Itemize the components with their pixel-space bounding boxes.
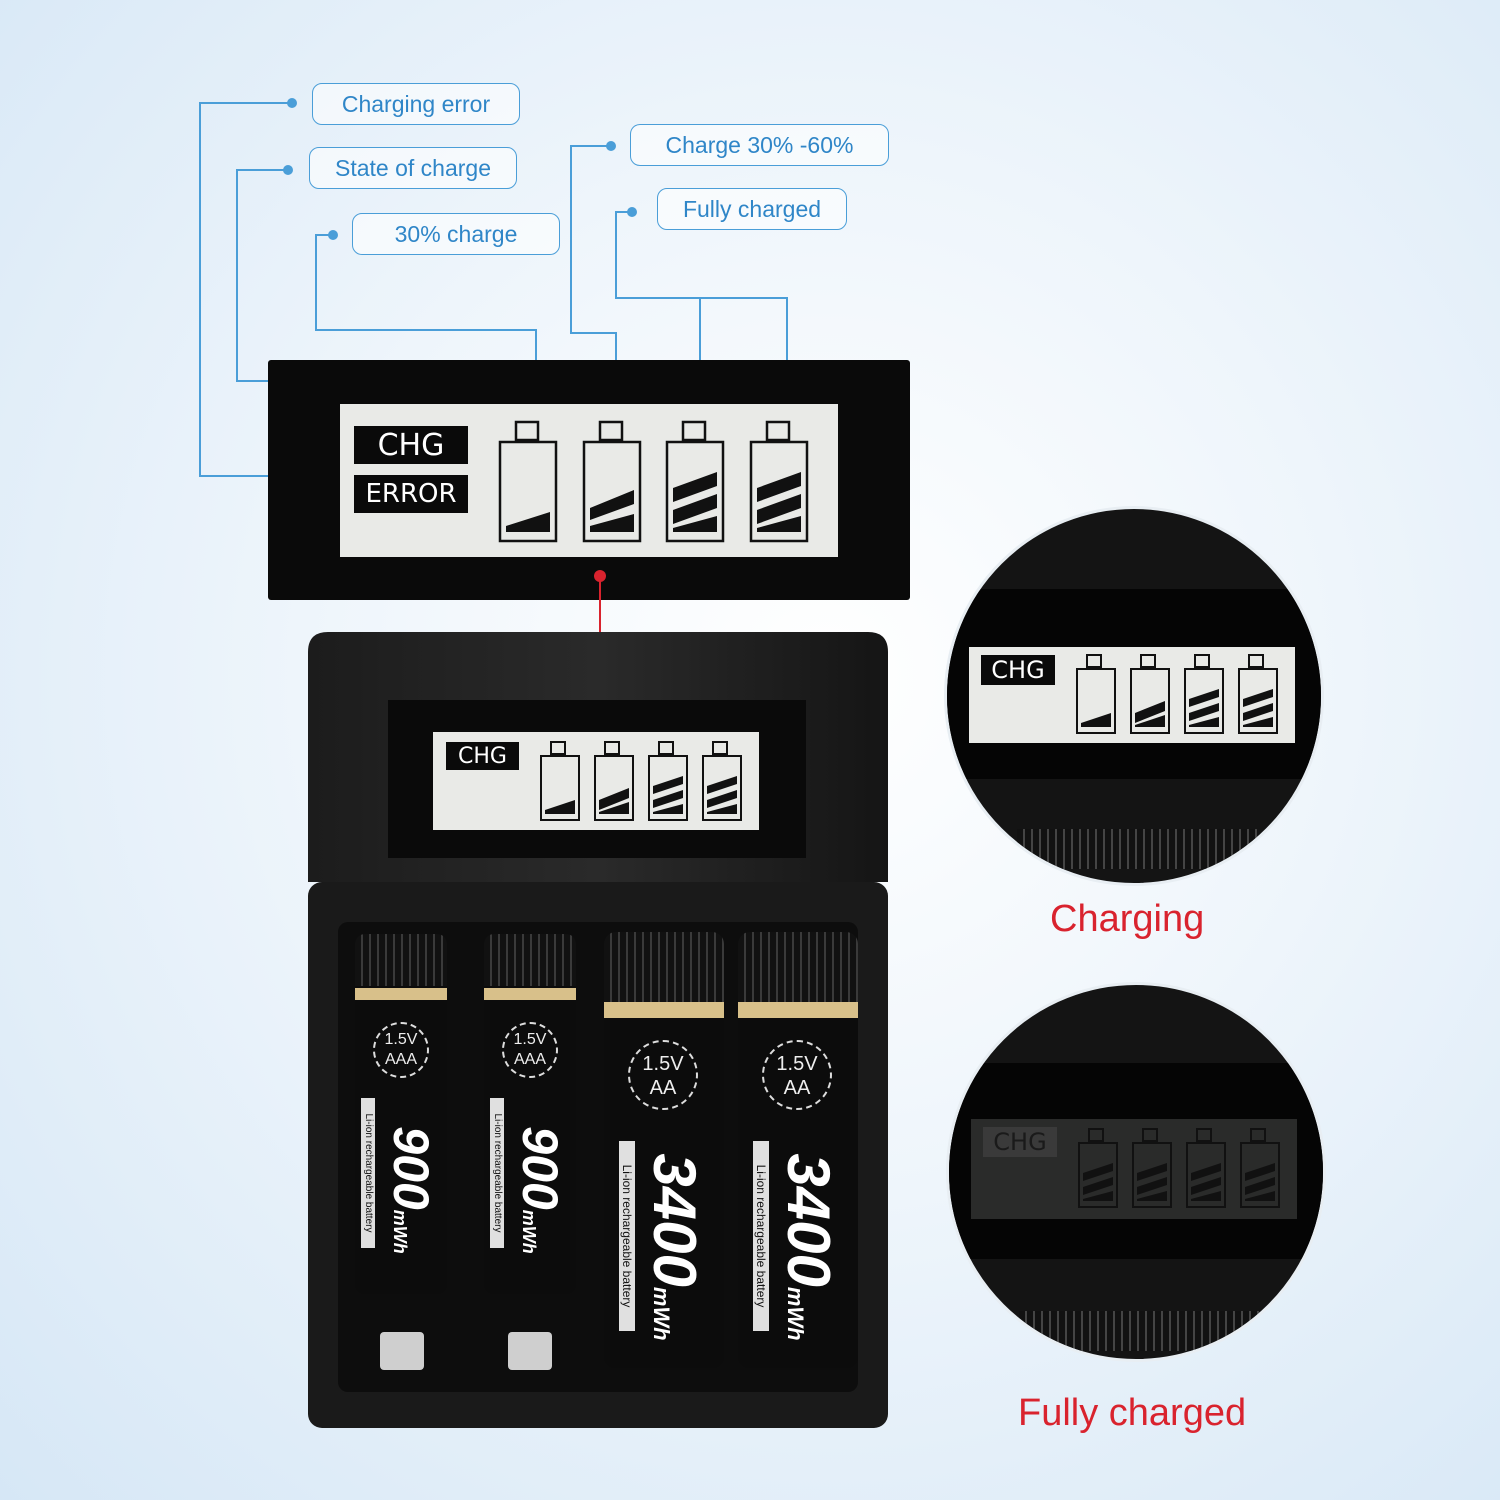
battery-capacity: 900mWh — [512, 1126, 568, 1254]
battery-capacity: 900mWh — [383, 1126, 439, 1254]
zoom-circle-fully-charged: CHG — [946, 982, 1326, 1362]
zoom-lcd-screen-dim: CHG — [971, 1119, 1297, 1219]
caption-charging: Charging — [1050, 898, 1205, 940]
charger-lcd-screen: CHG — [433, 732, 759, 830]
label-state-of-charge: State of charge — [309, 147, 517, 189]
battery-type-label: Li-ion rechargeable battery — [490, 1098, 504, 1248]
lcd-error-indicator: ERROR — [354, 475, 468, 513]
zoom-battery-tops — [1017, 829, 1257, 869]
zoom-chg-indicator: CHG — [981, 655, 1055, 685]
battery-capacity: 3400mWh — [641, 1153, 708, 1341]
label-30-percent-charge: 30% charge — [352, 213, 560, 255]
battery-gold-band — [738, 1002, 858, 1018]
battery-top-pattern — [484, 934, 576, 986]
leader-line-30-charge — [315, 234, 537, 410]
leader-line-30-60-charge — [570, 145, 617, 410]
battery-capacity: 3400mWh — [775, 1153, 842, 1341]
battery-gold-band — [484, 988, 576, 1000]
zoom-circle-charging: CHG — [944, 506, 1324, 886]
battery-type-label: Li-ion rechargeable battery — [753, 1141, 769, 1331]
label-charge-30-60: Charge 30% -60% — [630, 124, 889, 166]
battery-bar-icon — [506, 512, 550, 532]
lcd-chg-indicator: CHG — [354, 426, 468, 464]
lcd-enlarged-screen: CHG ERROR — [340, 404, 838, 557]
zoom-battery-tops — [1019, 1311, 1259, 1351]
lcd-enlarged-panel: CHG ERROR — [268, 360, 910, 600]
label-fully-charged: Fully charged — [657, 188, 847, 230]
battery-gold-band — [604, 1002, 724, 1018]
slot-contact — [508, 1332, 552, 1370]
charger-battery-levels — [540, 741, 742, 821]
slot-contact — [380, 1332, 424, 1370]
zoom-chg-indicator-dim: CHG — [983, 1127, 1057, 1157]
battery-top-pattern — [738, 932, 858, 1002]
battery-gold-band — [355, 988, 447, 1000]
zoom-battery-levels-full — [1078, 1128, 1280, 1208]
battery-top-pattern — [355, 934, 447, 986]
battery-type-label: Li-ion rechargeable battery — [619, 1141, 635, 1331]
zoom-battery-levels — [1076, 654, 1278, 734]
zoom-lcd-screen: CHG — [969, 647, 1295, 743]
lcd-battery-levels — [498, 420, 809, 543]
caption-fully-charged: Fully charged — [1018, 1392, 1247, 1434]
charger-chg-indicator: CHG — [446, 742, 519, 770]
battery-type-label: Li-ion rechargeable battery — [361, 1098, 375, 1248]
leader-line-fully-charged — [615, 211, 788, 410]
label-charging-error: Charging error — [312, 83, 520, 125]
battery-top-pattern — [604, 932, 724, 1002]
